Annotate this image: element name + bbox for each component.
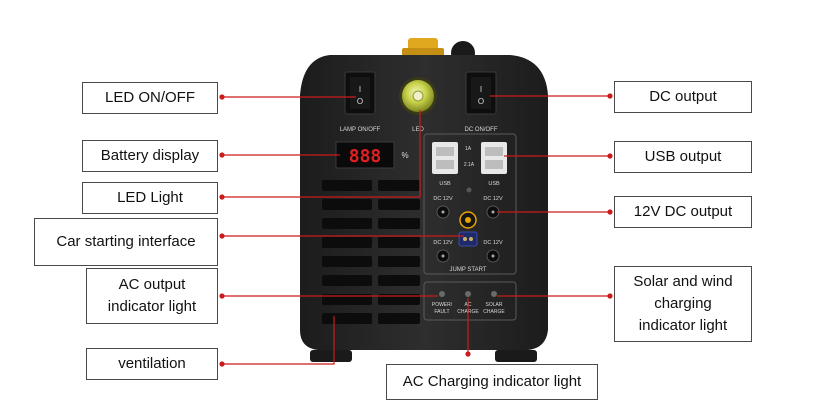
label-ventilation: ventilation <box>86 348 218 380</box>
usb-port-right[interactable] <box>481 142 507 174</box>
power-fault-caption-2: FAULT <box>434 309 449 315</box>
usb-indicator-dot <box>466 187 472 193</box>
label-12v-dc-output: 12V DC output <box>614 196 752 228</box>
battery-percent-sign: % <box>401 151 408 160</box>
ventilation-grille <box>322 180 420 324</box>
solar-charge-caption-2: CHARGE <box>483 309 505 315</box>
label-ac-charging: AC Charging indicator light <box>386 364 598 400</box>
label-solar-charging: Solar and wind charging indicator light <box>614 266 752 342</box>
label-usb-output: USB output <box>614 141 752 173</box>
battery-display: 888 % <box>335 141 409 169</box>
lamp-switch-off-mark: O <box>357 97 363 106</box>
jump-start-caption: JUMP START <box>449 267 486 273</box>
dc-on-off-caption: DC ON/OFF <box>465 127 498 133</box>
usb-port-left[interactable] <box>432 142 458 174</box>
label-solar-line3: indicator light <box>638 316 728 334</box>
dc12v-caption-tl: DC 12V <box>433 196 453 202</box>
connector-led-light <box>222 110 421 198</box>
jump-start-port[interactable] <box>458 211 478 247</box>
led-lamp <box>399 77 437 115</box>
solar-charge-caption-1: SOLAR <box>486 302 503 308</box>
lamp-switch-on-mark: I <box>359 85 361 94</box>
dc-switch-off-mark: O <box>478 97 484 106</box>
label-ac-output-line1: AC output <box>118 276 186 294</box>
label-led-light: LED Light <box>82 182 218 214</box>
port-panel: 1A 2.1A USB USB DC 12V DC 12V DC 12V DC … <box>423 133 517 275</box>
ac-charge-light <box>465 291 471 297</box>
power-fault-light <box>439 291 445 297</box>
usb-1a-caption: 1A <box>465 146 472 152</box>
dc-switch[interactable]: I O <box>465 71 497 115</box>
callout-lines <box>219 93 613 367</box>
solar-charge-light <box>491 291 497 297</box>
lamp-switch[interactable]: I O <box>344 71 376 115</box>
label-car-starting: Car starting interface <box>34 218 218 266</box>
led-caption: LED <box>412 127 424 133</box>
usb-right-caption: USB <box>488 181 500 187</box>
label-led-on-off: LED ON/OFF <box>82 82 218 114</box>
usb-21a-caption: 2.1A <box>464 162 475 168</box>
dc-switch-on-mark: I <box>480 85 482 94</box>
label-battery-display: Battery display <box>82 140 218 172</box>
label-ac-output-line2: indicator light <box>107 298 197 315</box>
dc12v-caption-br: DC 12V <box>483 240 503 246</box>
battery-display-digits: 888 <box>349 146 382 167</box>
power-fault-caption-1: POWER/ <box>432 302 453 308</box>
dc12v-caption-bl: DC 12V <box>433 240 453 246</box>
label-solar-line2: charging <box>654 295 712 313</box>
lamp-on-off-caption: LAMP ON/OFF <box>340 127 381 133</box>
usb-left-caption: USB <box>439 181 451 187</box>
dc12v-caption-tr: DC 12V <box>483 196 503 202</box>
label-dc-output: DC output <box>614 81 752 113</box>
label-solar-line1: Solar and wind <box>633 273 733 291</box>
connector-ventilation <box>222 316 335 365</box>
label-ac-output: AC output indicator light <box>86 268 218 324</box>
